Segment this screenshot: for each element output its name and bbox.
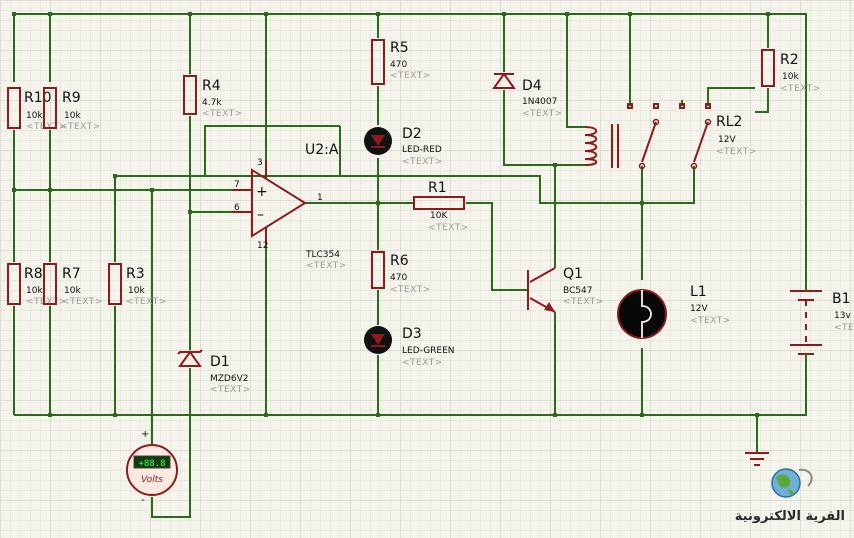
r1-value: 10K xyxy=(430,211,448,221)
l1-ref: L1 xyxy=(690,284,707,300)
r4-value: 4.7k xyxy=(202,98,222,108)
d1-ref: D1 xyxy=(210,354,230,370)
r2-value: 10k xyxy=(782,72,799,82)
resistor-r2[interactable]: R2 10k <TEXT> xyxy=(761,49,821,94)
q1-ref: Q1 xyxy=(563,266,583,282)
r10-value: 10k xyxy=(26,111,43,121)
voltmeter-unit: Volts xyxy=(141,475,163,485)
opamp-pin-plus: 7 xyxy=(234,180,240,190)
r5-value: 470 xyxy=(390,60,407,70)
resistor-r9[interactable]: R9 10k <TEXT> xyxy=(43,87,101,132)
r2-text: <TEXT> xyxy=(780,84,821,94)
watermark-text: القرية الالكترونية xyxy=(735,509,845,524)
r8-value: 10k xyxy=(26,286,43,296)
r1-text: <TEXT> xyxy=(428,223,469,233)
diode-d4[interactable]: D4 1N4007 <TEXT> xyxy=(492,72,563,119)
r7-text: <TEXT> xyxy=(62,297,103,307)
r2-ref: R2 xyxy=(780,52,799,68)
battery-b1[interactable]: B1 13v <TEXT> xyxy=(790,275,854,368)
r3-ref: R3 xyxy=(126,266,145,282)
opamp-pin-minus: 6 xyxy=(234,203,240,213)
relay-rl2[interactable]: RL2 12V <TEXT> xyxy=(584,103,757,170)
d2-value: LED-RED xyxy=(402,145,442,155)
rl2-text: <TEXT> xyxy=(716,147,757,157)
voltmeter-plus: + xyxy=(141,429,149,440)
r5-text: <TEXT> xyxy=(390,71,431,81)
voltmeter-minus: - xyxy=(141,493,145,506)
r9-value: 10k xyxy=(64,111,81,121)
l1-text: <TEXT> xyxy=(690,316,731,326)
opamp-plus-icon: + xyxy=(256,184,268,200)
resistor-r3[interactable]: R3 10k <TEXT> xyxy=(108,263,167,307)
r4-ref: R4 xyxy=(202,78,221,94)
junction-dots xyxy=(12,12,770,417)
r8-text: <TEXT> xyxy=(26,297,67,307)
lamp-l1[interactable]: L1 12V <TEXT> xyxy=(617,284,731,339)
resistor-r1[interactable]: R1 10K <TEXT> xyxy=(413,180,469,233)
u2-ref: U2:A xyxy=(305,142,339,158)
opamp-u2a[interactable]: + – 7 6 1 3 12 U2:A TLC354 <TEXT> xyxy=(232,142,347,271)
resistor-r8[interactable]: R8 10k <TEXT> xyxy=(7,263,67,307)
l1-value: 12V xyxy=(690,304,708,314)
d3-value: LED-GREEN xyxy=(402,346,455,356)
r9-text: <TEXT> xyxy=(60,122,101,132)
wires xyxy=(13,13,807,518)
r9-ref: R9 xyxy=(62,90,81,106)
ground-icon xyxy=(745,452,769,466)
led-d3[interactable]: D3 LED-GREEN <TEXT> xyxy=(364,326,455,368)
opamp-pin-vcc: 3 xyxy=(257,158,263,168)
zener-d1[interactable]: D1 MZD6V2 <TEXT> xyxy=(177,349,251,395)
r10-ref: R10 xyxy=(24,90,52,106)
rl2-value: 12V xyxy=(718,135,736,145)
voltmeter[interactable]: +88.8 Volts + - xyxy=(126,429,178,506)
r5-ref: R5 xyxy=(390,40,409,56)
r6-value: 470 xyxy=(390,273,407,283)
d1-value: MZD6V2 xyxy=(210,374,248,384)
r3-text: <TEXT> xyxy=(126,297,167,307)
opamp-minus-icon: – xyxy=(257,207,264,223)
q1-text: <TEXT> xyxy=(563,297,604,307)
q1-value: BC547 xyxy=(563,286,592,296)
resistor-r6[interactable]: R6 470 <TEXT> xyxy=(371,251,431,295)
transistor-q1[interactable]: Q1 BC547 <TEXT> xyxy=(527,266,604,313)
b1-value: 13v xyxy=(834,311,851,321)
d4-text: <TEXT> xyxy=(522,109,563,119)
b1-ref: B1 xyxy=(832,291,851,307)
u2-text: <TEXT> xyxy=(306,261,347,271)
d3-ref: D3 xyxy=(402,326,422,342)
d2-text: <TEXT> xyxy=(402,157,443,167)
r7-ref: R7 xyxy=(62,266,81,282)
u2-value: TLC354 xyxy=(305,250,340,260)
b1-text: <TEXT> xyxy=(834,323,854,333)
r3-value: 10k xyxy=(128,286,145,296)
r7-value: 10k xyxy=(64,286,81,296)
led-d2[interactable]: D2 LED-RED <TEXT> xyxy=(364,126,443,167)
r6-ref: R6 xyxy=(390,253,409,269)
r4-text: <TEXT> xyxy=(202,109,243,119)
opamp-pin-gnd: 12 xyxy=(257,241,268,251)
d1-text: <TEXT> xyxy=(210,385,251,395)
resistor-r4[interactable]: R4 4.7k <TEXT> xyxy=(183,75,243,119)
d3-text: <TEXT> xyxy=(402,358,443,368)
d2-ref: D2 xyxy=(402,126,422,142)
d4-ref: D4 xyxy=(522,78,542,94)
r1-ref: R1 xyxy=(428,180,447,196)
opamp-pin-out: 1 xyxy=(317,193,323,203)
watermark-logo: القرية الالكترونية xyxy=(735,468,845,524)
resistor-r7[interactable]: R7 10k <TEXT> xyxy=(43,263,103,307)
r6-text: <TEXT> xyxy=(390,285,431,295)
d4-value: 1N4007 xyxy=(522,97,557,107)
r8-ref: R8 xyxy=(24,266,43,282)
rl2-ref: RL2 xyxy=(716,114,742,130)
voltmeter-reading: +88.8 xyxy=(138,459,165,469)
resistor-r5[interactable]: R5 470 <TEXT> xyxy=(371,39,431,85)
